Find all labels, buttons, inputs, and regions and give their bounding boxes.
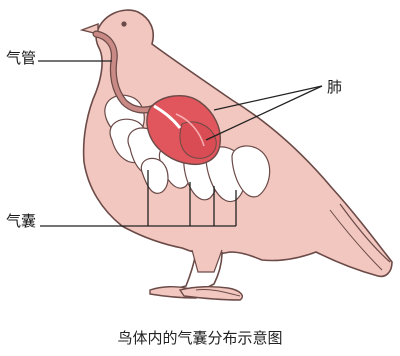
figure-caption: 鸟体内的气囊分布示意图 bbox=[0, 327, 400, 348]
leg-left bbox=[178, 252, 196, 288]
label-air-sac: 气囊 bbox=[6, 214, 36, 229]
label-trachea: 气管 bbox=[6, 51, 36, 66]
label-lung: 肺 bbox=[327, 80, 342, 95]
leg-shape bbox=[192, 250, 222, 272]
eye bbox=[121, 21, 126, 26]
